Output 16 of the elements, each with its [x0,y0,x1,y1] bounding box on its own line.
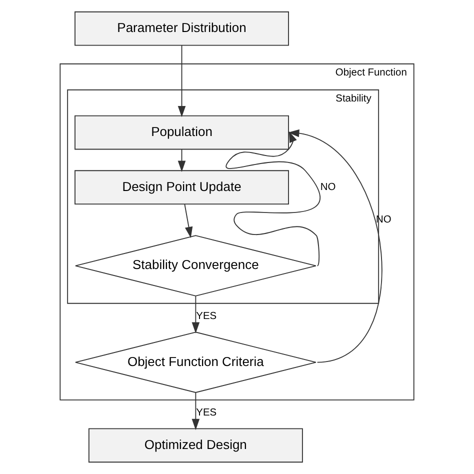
arrow [184,204,193,238]
node-diamond: Object Function Criteria [75,332,316,393]
edge-label: YES [196,310,217,322]
edge-label: NO [320,182,336,193]
arrow [226,131,320,266]
arrow [192,392,200,430]
node-diamond: Stability Convergence [75,235,316,296]
arrow [288,129,382,363]
node-box: Optimized Design [88,428,303,463]
node-box: Parameter Distribution [74,11,289,46]
arrow [192,296,200,334]
arrow [178,148,186,172]
node-box: Design Point Update [74,170,289,204]
edge-label: YES [196,408,217,419]
node-box: Population [74,115,289,150]
arrow [178,45,186,118]
